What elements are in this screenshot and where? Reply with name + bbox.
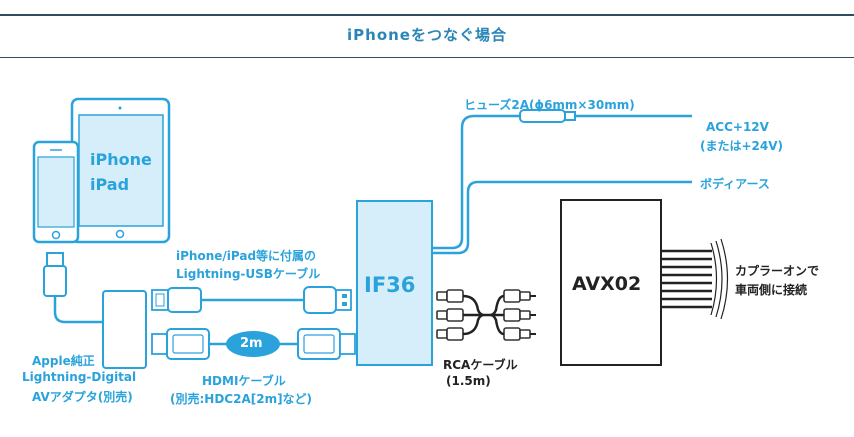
lightning-plug	[46, 252, 64, 267]
ground-label: ボディアース	[700, 177, 770, 191]
avx02-box	[560, 199, 662, 366]
av-adapter-box	[102, 290, 147, 369]
if36-label: IF36	[364, 273, 416, 297]
adapter-label-line2: Lightning-Digital	[22, 370, 137, 384]
ipad-home-button	[115, 229, 125, 239]
fuse-label: ヒューズ2A(ϕ6mm×30mm)	[464, 98, 635, 112]
page-title: iPhoneをつなぐ場合	[347, 26, 507, 44]
acc-label-line2: (または+24V)	[700, 139, 784, 153]
if36-box	[356, 200, 433, 366]
coupler-label-line2: 車両側に接続	[735, 283, 808, 297]
iphone-home-button	[51, 230, 61, 240]
coupler-wires	[661, 249, 712, 309]
hdmi-plug-left	[151, 333, 168, 355]
rca-cable	[436, 289, 531, 341]
hdmi-cable-label-line1: HDMIケーブル	[202, 374, 286, 388]
rca-cable-label-line1: RCAケーブル	[443, 358, 518, 372]
usb-cable-label-line1: iPhone/iPad等に付属の	[176, 249, 317, 263]
adapter-label-line1: Apple純正	[32, 354, 95, 368]
iphone-screen	[37, 156, 75, 228]
acc-label-line1: ACC+12V	[706, 120, 769, 134]
ground-line	[432, 180, 692, 255]
ipad-screen	[78, 114, 164, 227]
ipad-label: iPad	[90, 175, 130, 194]
adapter-label-line3: AVアダプタ(別売)	[32, 390, 133, 404]
usb-plug-left	[151, 289, 169, 311]
lightning-cable	[53, 296, 105, 324]
heading-band	[0, 14, 854, 58]
coupler-label-line1: カプラーオンで	[735, 264, 820, 278]
hdmi-cable-label-line2: (別売:HDC2A[2m]など)	[170, 392, 313, 406]
hdmi-plug-right	[339, 333, 356, 355]
avx02-label: AVX02	[572, 273, 642, 295]
usb-plug-right	[335, 289, 352, 311]
rca-cable-label-line2: (1.5m)	[446, 374, 491, 388]
iphone-label: iPhone	[90, 150, 152, 169]
hdmi-length-badge: 2m	[240, 336, 263, 351]
acc-power-line	[432, 114, 520, 250]
length-badge	[226, 331, 280, 357]
ipad-camera	[118, 106, 122, 110]
usb-cable-label-line2: Lightning-USBケーブル	[176, 267, 321, 281]
